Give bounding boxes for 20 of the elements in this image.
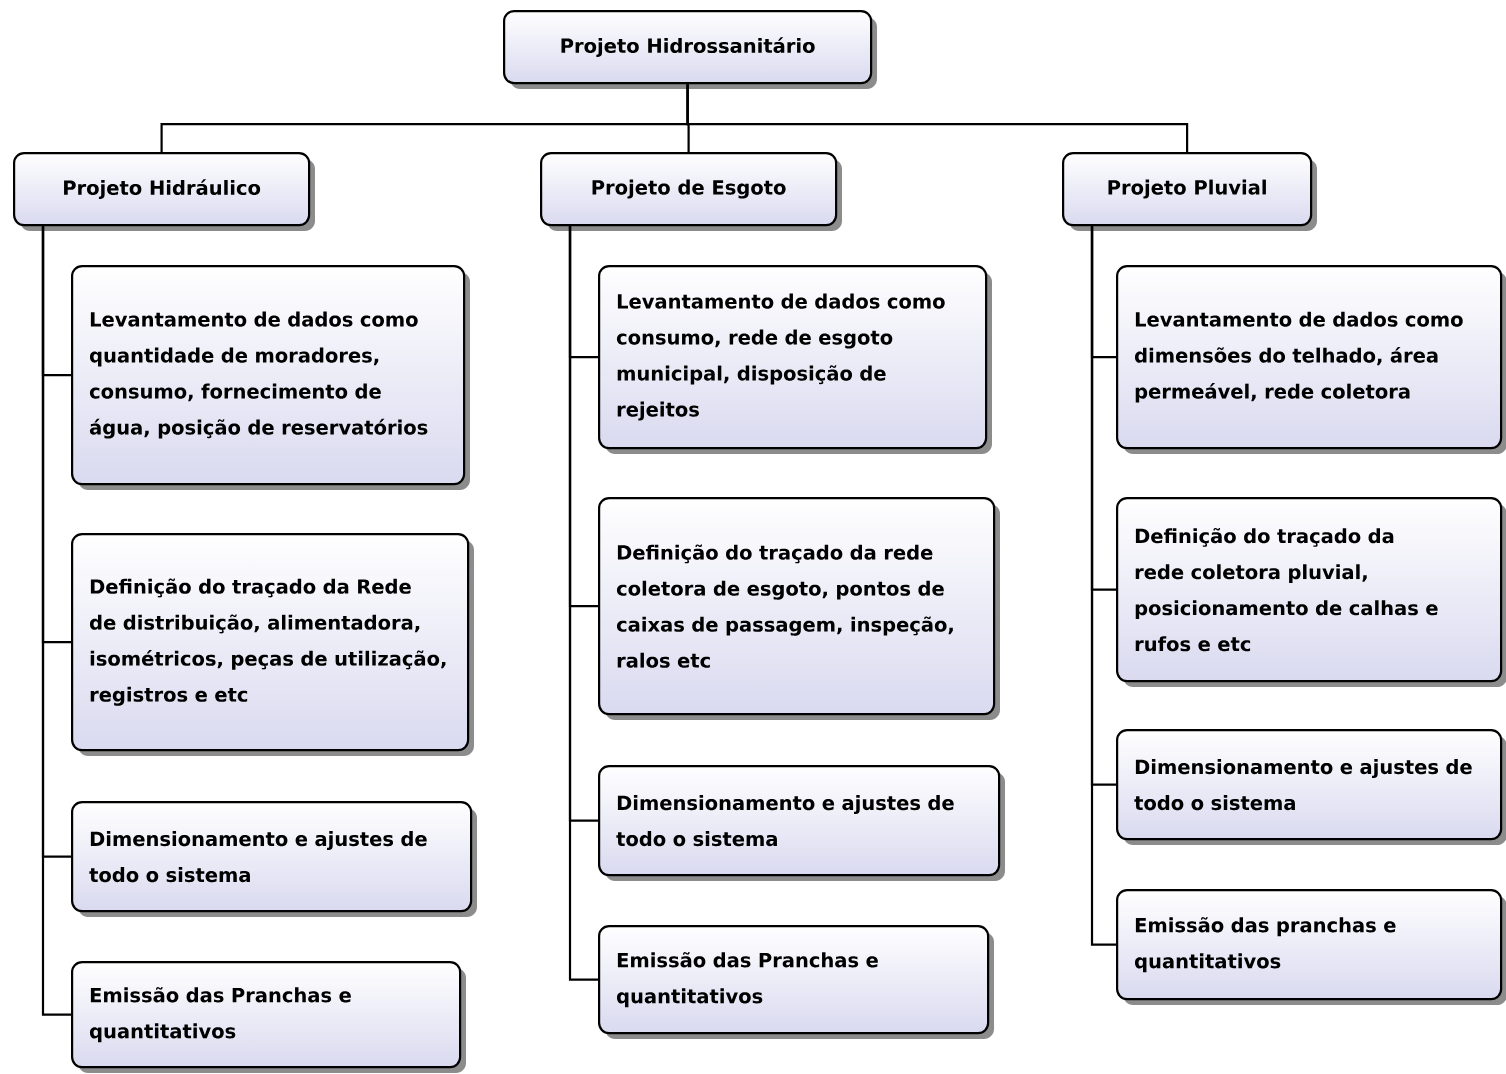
- connector-line: [686, 84, 1189, 152]
- task-box: Levantamento de dados como dimensões do telhado, área permeável, rede coletora: [1116, 265, 1506, 454]
- connector-line: [568, 226, 598, 981]
- task-box: Dimensionamento e ajustes de todo o sistema: [1116, 729, 1506, 845]
- task-box: Emissão das Pranchas e quantitativos: [598, 925, 994, 1039]
- task-box: Emissão das Pranchas e quantitativos: [71, 961, 466, 1073]
- connector-line: [41, 226, 71, 1016]
- task-box: Emissão das pranchas e quantitativos: [1116, 889, 1506, 1005]
- section-box: Projeto Pluvial: [1062, 152, 1317, 231]
- task-box: Dimensionamento e ajustes de todo o sistema: [598, 765, 1005, 881]
- task-box: Definição do traçado da rede coletora de esgoto, pontos de caixas de passagem, inspeção, ralos etc: [598, 497, 1000, 720]
- task-box: Levantamento de dados como quantidade de moradores, consumo, fornecimento de água, posição de reservatórios: [71, 265, 470, 490]
- task-box: Definição do traçado da Rede de distribuição, alimentadora, isométricos, peças de utilização, registros e etc: [71, 533, 474, 756]
- section-box: Projeto de Esgoto: [540, 152, 842, 231]
- section-box: Projeto Hidráulico: [13, 152, 315, 231]
- task-box: Levantamento de dados como consumo, rede de esgoto municipal, disposição de rejeitos: [598, 265, 992, 454]
- task-box: Definição do traçado da rede coletora pluvial, posicionamento de calhas e rufos e etc: [1116, 497, 1506, 687]
- task-box: Dimensionamento e ajustes de todo o sistema: [71, 801, 477, 917]
- connector-line: [1090, 226, 1116, 946]
- heading-box: Projeto Hidrossanitário: [503, 10, 877, 89]
